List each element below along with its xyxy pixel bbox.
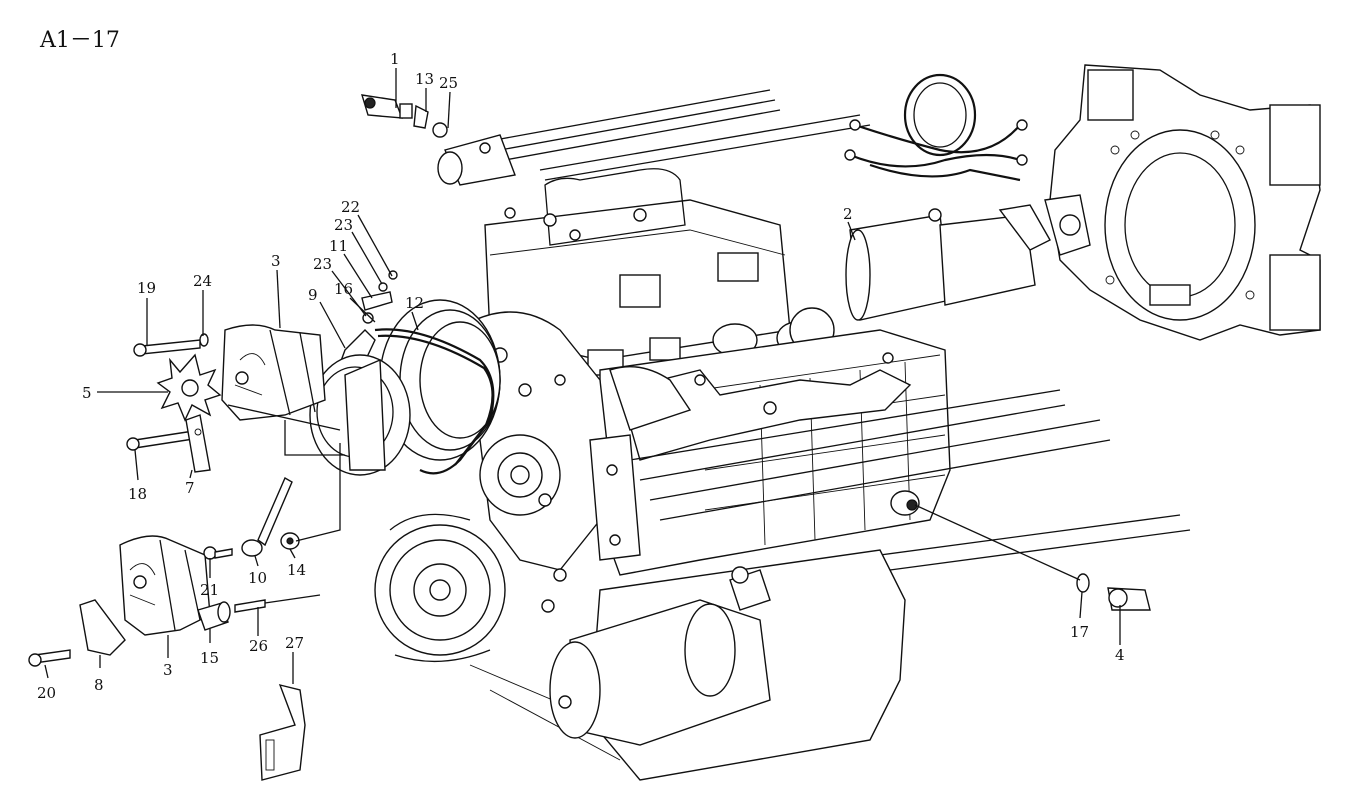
callout-11: 11 xyxy=(329,237,348,255)
callout-18: 18 xyxy=(128,485,147,503)
callout-12: 12 xyxy=(405,294,424,312)
alternator-assembly-upper xyxy=(126,270,495,476)
callout-8: 8 xyxy=(94,676,104,694)
callout-24: 24 xyxy=(193,272,212,290)
callout-5: 5 xyxy=(82,384,92,402)
callout-9: 9 xyxy=(308,286,318,304)
callout-23-lower: 23 xyxy=(313,255,332,273)
engine-block xyxy=(374,89,1191,781)
oil-pressure-sender xyxy=(1076,573,1151,611)
callout-10: 10 xyxy=(248,569,267,587)
callout-19: 19 xyxy=(137,279,156,297)
callout-13: 13 xyxy=(415,70,434,88)
callout-21: 21 xyxy=(200,581,219,599)
callout-27: 27 xyxy=(285,634,304,652)
callout-4: 4 xyxy=(1115,646,1125,664)
temperature-sensor xyxy=(361,94,516,186)
callout-14: 14 xyxy=(287,561,306,579)
callout-15: 15 xyxy=(200,649,219,667)
callout-16: 16 xyxy=(334,280,353,298)
callout-2: 2 xyxy=(843,205,853,223)
callout-23-upper: 23 xyxy=(334,216,353,234)
diagram-title: A1－17 xyxy=(39,28,120,53)
starter-motor xyxy=(845,204,1051,321)
callout-20: 20 xyxy=(37,684,56,702)
starter-cables xyxy=(844,73,1028,182)
callout-3-lower: 3 xyxy=(163,661,173,679)
callout-17: 17 xyxy=(1070,623,1089,641)
leader-lines xyxy=(44,68,1121,684)
callout-1: 1 xyxy=(390,50,400,68)
callout-22: 22 xyxy=(341,198,360,216)
alternator-assembly-lower xyxy=(28,477,306,781)
callout-labels: 1 13 25 2 22 23 11 23 16 9 12 3 19 24 5 … xyxy=(37,50,1125,702)
callout-25: 25 xyxy=(439,74,458,92)
callout-26: 26 xyxy=(249,637,268,655)
callout-7: 7 xyxy=(185,479,195,497)
flywheel-housing xyxy=(1044,64,1321,341)
callout-3-upper: 3 xyxy=(271,252,281,270)
